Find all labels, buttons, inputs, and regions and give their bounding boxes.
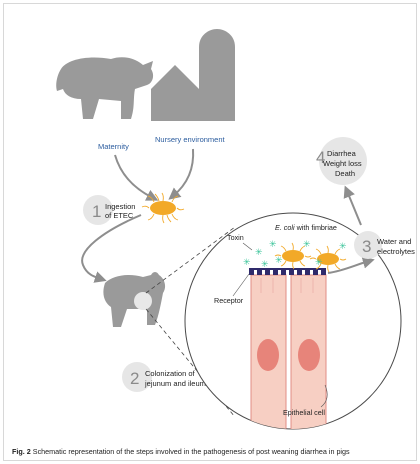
intestine-highlight: [134, 292, 152, 310]
step-1-number: 1: [92, 202, 101, 221]
caption-label: Fig. 2: [12, 447, 31, 456]
step-4-label-line1: Diarrhea: [327, 149, 357, 158]
diagram-canvas: Maternity Nursery environment 1 Ingestio…: [3, 3, 417, 461]
nucleus-left: [257, 339, 279, 371]
figure-caption: Fig. 2 Schematic representation of the s…: [12, 447, 412, 456]
svg-text:✳: ✳: [303, 239, 311, 249]
svg-text:✳: ✳: [275, 255, 283, 265]
step-1-label-line1: Ingestion: [105, 202, 135, 211]
nursery-label: Nursery environment: [155, 135, 226, 144]
epithelial-cell-label: Epithelial cell: [283, 408, 325, 417]
svg-text:✳: ✳: [339, 241, 347, 251]
svg-text:✳: ✳: [243, 257, 251, 267]
toxin-label: Toxin: [227, 233, 244, 242]
step-4-label-line2: Weight loss: [323, 159, 362, 168]
nucleus-right: [298, 339, 320, 371]
ecoli-fimbriae-label: E. coli with fimbriae: [275, 223, 337, 232]
step-4-label-line3: Death: [335, 169, 355, 178]
ecoli-rest: with fimbriae: [295, 223, 337, 232]
step-2-label-line2: jejunum and ileum: [144, 379, 206, 388]
step-1-label-line2: of ETEC: [105, 211, 134, 220]
maternity-label: Maternity: [98, 142, 129, 151]
svg-text:✳: ✳: [261, 259, 269, 269]
step-3-number: 3: [362, 237, 371, 256]
receptor-label: Receptor: [214, 296, 244, 305]
step-3-label-line1: Water and: [377, 237, 411, 246]
svg-text:✳: ✳: [269, 239, 277, 249]
step-2-label-line1: Colonization of: [145, 369, 196, 378]
svg-text:✳: ✳: [315, 257, 323, 267]
caption-text: Schematic representation of the steps in…: [31, 447, 350, 456]
step-3-label-line2: electrolytes: [377, 247, 415, 256]
svg-text:✳: ✳: [255, 247, 263, 257]
step-2-number: 2: [130, 369, 139, 388]
ecoli-italic: E. coli: [275, 223, 295, 232]
